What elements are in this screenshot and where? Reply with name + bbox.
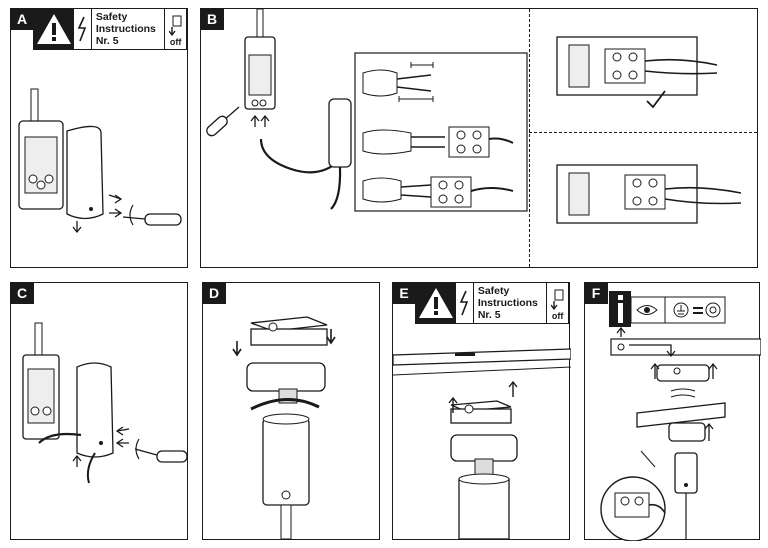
panel-label-f: F (584, 282, 608, 304)
panel-label-e: E (392, 282, 416, 304)
divider-horizontal (529, 132, 757, 133)
safety-instructions-badge-e: Safety Instructions Nr. 5 off (415, 282, 569, 324)
switch-off-indicator: off (165, 9, 186, 49)
off-label: off (551, 311, 564, 321)
panel-label-d: D (202, 282, 226, 304)
lightning-bolt-icon (74, 9, 92, 49)
safety-line-1: Safety (477, 285, 510, 297)
panel-a: A Safety Instructions Nr. 5 off (10, 8, 188, 268)
panel-label-c: C (10, 282, 34, 304)
safety-line-3: Nr. 5 (477, 309, 501, 321)
panel-e-illustration (393, 348, 571, 540)
safety-text: Safety Instructions Nr. 5 (474, 283, 548, 323)
panel-f: F (584, 282, 761, 541)
checkmark-icon (646, 90, 666, 109)
panel-e: E Safety Instructions Nr. 5 off (392, 282, 571, 540)
safety-instructions-badge: Safety Instructions Nr. 5 off (33, 8, 187, 50)
safety-line-2: Instructions (95, 23, 156, 35)
warning-triangle-icon (416, 283, 456, 323)
panel-c-illustration (22, 322, 188, 484)
panel-b-illustration (206, 9, 742, 224)
divider-vertical (529, 9, 530, 267)
panel-b: B 7mm 14mm (200, 8, 758, 268)
panel-d-illustration (232, 316, 336, 540)
safety-line-3: Nr. 5 (95, 35, 119, 47)
switch-off-indicator: off (547, 283, 568, 323)
warning-triangle-icon (34, 9, 74, 49)
switch-icon (168, 15, 182, 37)
panel-a-illustration (18, 88, 182, 234)
panel-c: C (10, 282, 188, 540)
panel-label-a: A (10, 8, 34, 30)
switch-icon (550, 289, 564, 311)
safety-line-2: Instructions (477, 297, 538, 309)
safety-text: Safety Instructions Nr. 5 (92, 9, 166, 49)
off-label: off (169, 37, 182, 47)
panel-d: D (202, 282, 380, 540)
panel-f-illustration (600, 291, 761, 541)
lightning-bolt-icon (456, 283, 474, 323)
safety-line-1: Safety (95, 11, 128, 23)
panel-label-b: B (200, 8, 224, 30)
